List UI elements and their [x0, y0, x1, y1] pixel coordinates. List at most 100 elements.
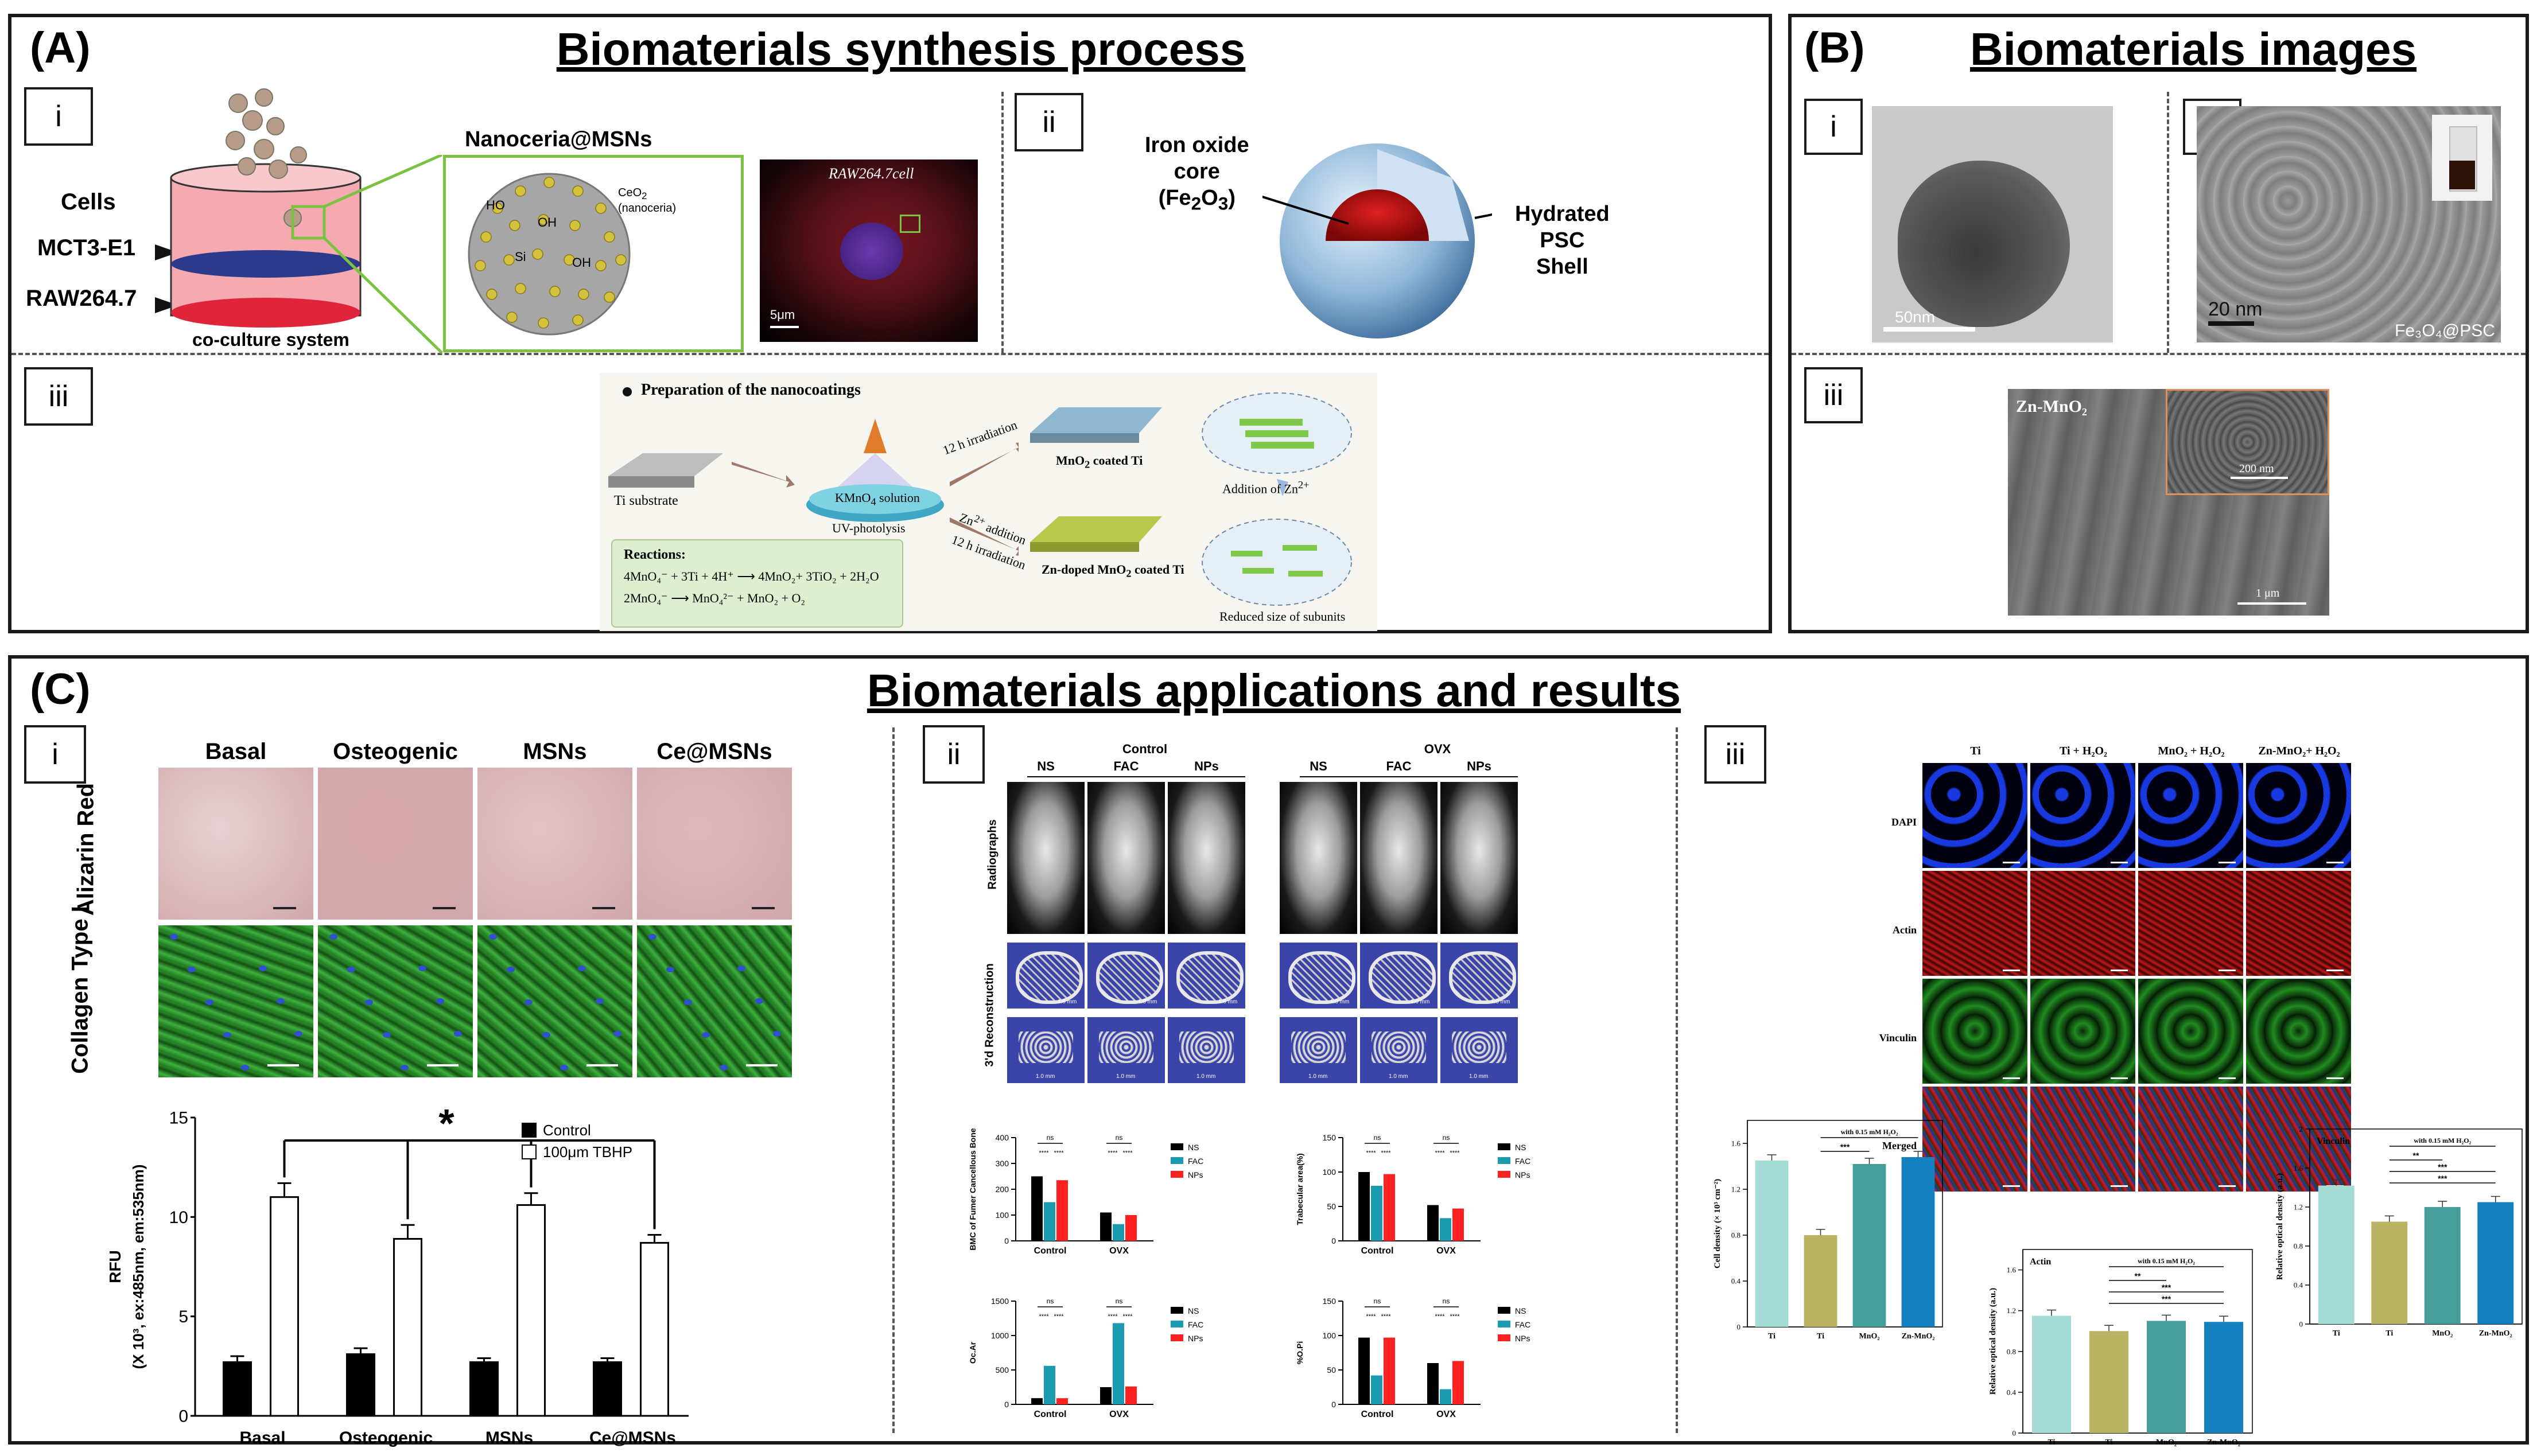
- shell-label: Hydrated PSC Shell: [1515, 202, 1610, 279]
- fluorescence-image: [1922, 871, 2027, 976]
- oh-label-2: OH: [572, 255, 591, 270]
- y-axis-label: Cell density (× 10³ cm⁻²): [1713, 1179, 1722, 1268]
- bar: [2204, 1322, 2243, 1433]
- significance-label: ****: [1108, 1313, 1118, 1320]
- scale-200nm: 200 nm: [2239, 462, 2274, 475]
- reconstruction-shape: [1291, 1031, 1346, 1063]
- bar: [1371, 1375, 1382, 1404]
- y-tick-label: 0.8: [1731, 1231, 1740, 1240]
- significance-label: ****: [1122, 1150, 1133, 1157]
- legend-swatch: [1171, 1171, 1183, 1178]
- significance-label: ns: [1443, 1134, 1450, 1142]
- panel-c-label: (C): [30, 665, 91, 714]
- chart-opi: 050100150%O.PiControlns********OVXns****…: [1295, 1297, 1530, 1419]
- nucleus-dot: [489, 934, 497, 940]
- bar: [1044, 1365, 1055, 1404]
- scale-bar: [2326, 970, 2344, 971]
- significance-label: ****: [1054, 1313, 1064, 1320]
- collagen-image: [158, 925, 313, 1077]
- fluorescence-image: [2246, 763, 2351, 868]
- x-tick-label: Control: [1361, 1246, 1394, 1256]
- nucleus-dot: [241, 1065, 249, 1070]
- legend-label: FAC: [1515, 1320, 1530, 1329]
- ciii-row-label: Merged: [1882, 1140, 1917, 1151]
- ci-col-basal: Basal: [205, 739, 267, 764]
- bar: [2147, 1321, 2186, 1433]
- nucleus-dot: [418, 966, 426, 971]
- significance-label: ****: [1366, 1150, 1376, 1157]
- bar: [2477, 1202, 2514, 1324]
- subunit-circles: [1202, 392, 1352, 606]
- panel-a: (A) Biomaterials synthesis process i ii …: [8, 14, 1772, 633]
- significance-label: ****: [1450, 1150, 1460, 1157]
- fluorescence-image: [2138, 1087, 2243, 1192]
- bar: [2032, 1315, 2071, 1433]
- ci-image-grid: [158, 768, 795, 1077]
- x-tick-label: Zn-MnO₂: [1902, 1332, 1935, 1341]
- x-tick-label: MnO₂: [2156, 1438, 2177, 1447]
- significance-label: ****: [1450, 1313, 1460, 1320]
- bar: [2089, 1331, 2128, 1433]
- reconstruction-shape: [1179, 1031, 1234, 1063]
- scale-label: 1.0 mm: [1308, 1073, 1328, 1080]
- legend-label: NS: [1188, 1143, 1199, 1152]
- legend-label: NPs: [1515, 1334, 1530, 1343]
- ho-label: HO: [486, 198, 505, 212]
- bar: [1452, 1361, 1464, 1404]
- bar: [1427, 1363, 1439, 1404]
- bar: [1044, 1202, 1055, 1241]
- raw-cell-image: RAW264.7cell 5μm: [760, 159, 978, 342]
- iron-core-label: Iron oxide core (Fe2O3): [1145, 133, 1249, 214]
- significance-label: ns: [1374, 1297, 1381, 1305]
- cii-col-header: NPs: [1194, 759, 1219, 773]
- scale-label: 1.0 mm: [1036, 1073, 1055, 1080]
- significance-label: **: [2135, 1271, 2141, 1280]
- x-tick-label: OVX: [1109, 1410, 1129, 1419]
- radiograph-image: [1360, 782, 1437, 934]
- legend-swatch: [1498, 1334, 1510, 1341]
- ti-substrate-label: Ti substrate: [614, 493, 678, 508]
- cii-group-control: Control: [1122, 742, 1168, 756]
- legend-label: Control: [543, 1122, 591, 1139]
- fluorescence-image: [2138, 979, 2243, 1084]
- scale-label: 1.0 mm: [1389, 1073, 1408, 1080]
- ci-row-collagen: Collagen Type I: [67, 906, 93, 1074]
- legend-label: NPs: [1188, 1170, 1203, 1179]
- cii-row-3d: 3'd Reconstruction: [983, 963, 996, 1067]
- scale-bar: [2219, 970, 2236, 971]
- y-tick-label: 0: [2012, 1429, 2017, 1438]
- radiograph-image: [1007, 782, 1085, 934]
- cii-col-header: NS: [1310, 759, 1327, 773]
- alizarin-red-image: [477, 768, 632, 920]
- collagen-image: [477, 925, 632, 1077]
- legend-label: NPs: [1188, 1334, 1203, 1343]
- nanocoating-scheme: Preparation of the nanocoatings Ti subst…: [600, 373, 1377, 631]
- scale-bar: [2219, 1077, 2236, 1079]
- nucleus-dot: [755, 998, 763, 1004]
- scale-bar: [2111, 862, 2128, 863]
- reconstruction-shape: [1449, 951, 1516, 1004]
- y-axis-label: Relative optical density (a.u.): [1988, 1288, 1998, 1395]
- panel-b-sub-iii: iii: [1804, 367, 1863, 423]
- oh-label-1: OH: [538, 215, 557, 229]
- x-tick-label: Basal: [239, 1428, 285, 1447]
- y-tick-label: 0.8: [2294, 1242, 2303, 1251]
- cii-col-header: FAC: [1386, 759, 1412, 773]
- x-tick-label: OVX: [1436, 1246, 1456, 1256]
- x-tick-label: MnO₂: [2432, 1329, 2453, 1338]
- y-tick-label: 100: [1323, 1167, 1337, 1177]
- x-tick-label: Ti: [2386, 1329, 2393, 1338]
- scale-bar: [2111, 1077, 2128, 1079]
- panel-a-divider-v: [1001, 92, 1004, 353]
- y-tick-label: 1.6: [2294, 1164, 2303, 1173]
- significance-label: ****: [1122, 1313, 1133, 1320]
- panel-c: (C) Biomaterials applications and result…: [8, 655, 2529, 1447]
- y-tick-label: 10: [169, 1208, 188, 1227]
- zoom-connector: [323, 155, 443, 354]
- y-axis-label: RFU: [106, 1250, 124, 1283]
- x-tick-label: MSNs: [485, 1428, 533, 1447]
- y-tick-label: 100: [1323, 1331, 1337, 1340]
- y-tick-label: 2: [2299, 1125, 2303, 1134]
- bar: [1113, 1323, 1124, 1404]
- bar: [469, 1361, 499, 1417]
